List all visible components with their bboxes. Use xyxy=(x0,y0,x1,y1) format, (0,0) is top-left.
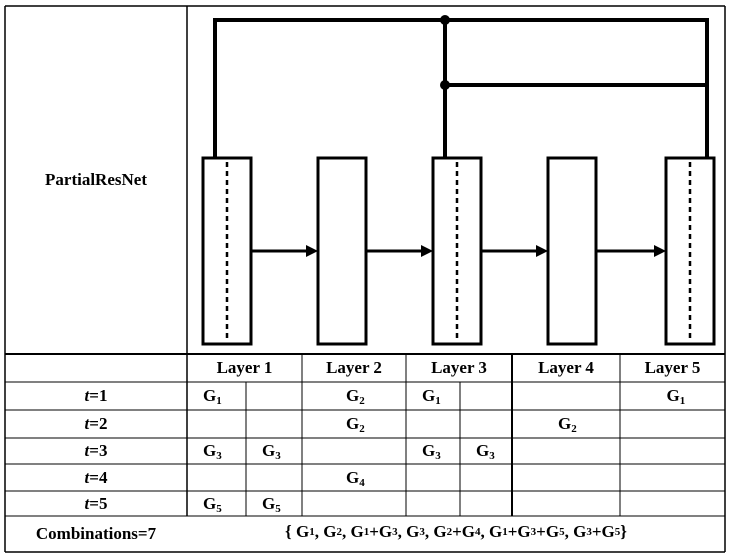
gate-cell: G1 xyxy=(422,386,441,407)
combinations-label: Combinations=7 xyxy=(35,524,157,543)
layer-header: Layer 4 xyxy=(538,358,594,377)
junction-dot xyxy=(440,80,450,90)
gate-cell: G3 xyxy=(476,441,495,462)
gate-cell: G5 xyxy=(262,493,281,515)
layer-blocks xyxy=(201,156,716,346)
method-label: PartialResNet xyxy=(45,170,147,189)
table-grid xyxy=(4,5,726,553)
gate-cell: G3 xyxy=(262,441,281,462)
gate-cell: G1 xyxy=(666,386,686,407)
gate-cell: G2 xyxy=(346,414,365,435)
row-label: t=5 xyxy=(84,493,108,513)
gate-cell: G2 xyxy=(558,414,577,435)
layer-header: Layer 1 xyxy=(216,358,273,377)
gate-cell: G2 xyxy=(346,386,365,407)
row-label: t=2 xyxy=(84,414,108,433)
layer-2-block xyxy=(316,156,368,346)
junction-dot xyxy=(440,15,450,25)
gate-cell: G4 xyxy=(346,467,365,489)
row-label: t=4 xyxy=(84,467,108,487)
gate-cell: G3 xyxy=(203,441,222,462)
gate-cell: G1 xyxy=(203,386,222,407)
forward-arrows xyxy=(251,245,666,257)
layer-header: Layer 3 xyxy=(431,358,487,377)
layer-header: Layer 2 xyxy=(326,358,382,377)
gate-cell: G5 xyxy=(203,493,222,515)
layer-header: Layer 5 xyxy=(644,358,701,377)
row-label: t=1 xyxy=(84,386,108,405)
partial-split-lines xyxy=(225,162,692,340)
row-label: t=3 xyxy=(84,441,108,460)
gate-cell: G3 xyxy=(422,441,441,462)
